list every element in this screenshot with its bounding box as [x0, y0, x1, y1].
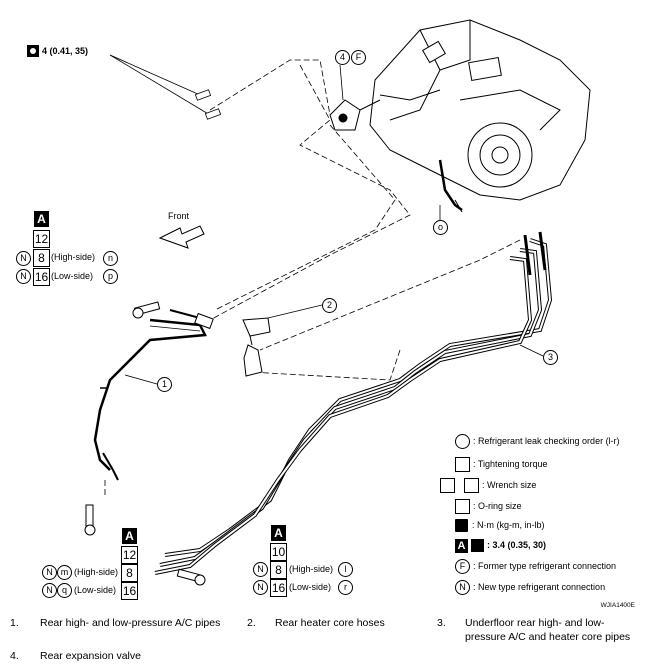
torque-icon	[471, 539, 484, 553]
torque-icon	[455, 519, 468, 533]
callout-3: 3	[543, 350, 558, 365]
rear-ac-pipes	[93, 309, 214, 481]
pipe-diagram	[27, 19, 591, 586]
bolt-icon	[84, 504, 206, 586]
bolt-icon	[194, 89, 222, 120]
square-icon	[455, 499, 470, 515]
callout-o: o	[433, 220, 448, 235]
figure-code: WJIA1400E	[600, 602, 635, 609]
underfloor-pipes	[154, 231, 553, 575]
callout-1: 1	[157, 377, 172, 392]
callout-2: 2	[322, 298, 337, 313]
front-arrow-icon	[158, 225, 205, 249]
square-icon	[440, 478, 455, 494]
expansion-valve	[329, 99, 381, 131]
callout-F: F	[351, 50, 366, 65]
square-icon	[455, 457, 470, 473]
rear-heater-unit	[369, 19, 591, 201]
torque-value: 4 (0.41, 35)	[42, 46, 89, 56]
circle-icon	[455, 434, 470, 450]
front-label: Front	[168, 211, 190, 221]
bolt-icon	[132, 301, 161, 319]
heater-core-hoses	[242, 317, 271, 377]
square-icon	[464, 478, 479, 494]
callout-4: 4	[335, 50, 350, 65]
